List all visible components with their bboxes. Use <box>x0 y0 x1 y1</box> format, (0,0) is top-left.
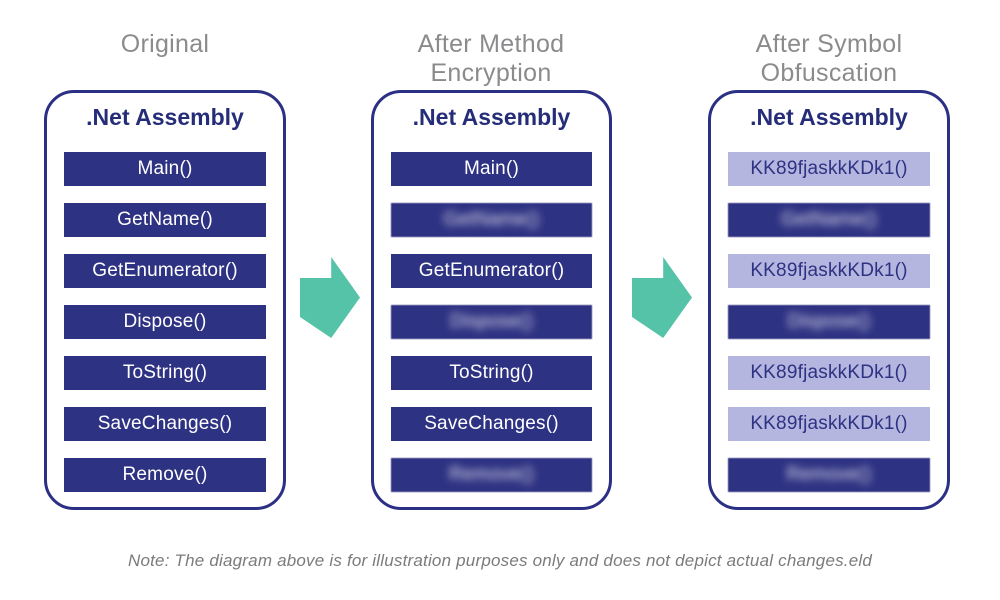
method-row: KK89fjaskkKDk1() <box>728 254 930 288</box>
column-header-original: Original <box>120 30 210 58</box>
column-header-method-encryption: After Method Encryption <box>417 30 565 87</box>
method-label: GetEnumerator() <box>418 260 565 281</box>
method-list: Main() GetName() GetEnumerator() Dispose… <box>391 152 592 492</box>
arrow-right-icon <box>300 257 360 338</box>
arrow-right-icon <box>632 257 692 338</box>
method-row-blurred: Dispose() <box>391 305 592 339</box>
panel-title: .Net Assembly <box>86 104 244 130</box>
method-label: GetName() <box>117 209 213 230</box>
method-label: KK89fjaskkKDk1() <box>750 413 908 434</box>
method-row: Remove() <box>64 458 266 492</box>
method-row: Dispose() <box>64 305 266 339</box>
method-row-blurred: Remove() <box>391 458 592 492</box>
panel-title: .Net Assembly <box>750 104 908 130</box>
method-label: KK89fjaskkKDk1() <box>750 362 908 383</box>
method-label: Dispose() <box>123 311 207 332</box>
method-label: Remove() <box>122 464 208 485</box>
panel-title: .Net Assembly <box>412 104 571 130</box>
method-list: KK89fjaskkKDk1() GetName() KK89fjaskkKDk… <box>728 152 930 492</box>
method-row: Main() <box>64 152 266 186</box>
method-list: Main() GetName() GetEnumerator() Dispose… <box>64 152 266 492</box>
method-label: Dispose() <box>449 311 534 332</box>
method-row: ToString() <box>391 356 592 390</box>
method-row-blurred: Dispose() <box>728 305 930 339</box>
panel-method-encryption: .Net Assembly Main() GetName() GetEnumer… <box>371 90 612 510</box>
panel-symbol-obfuscation: .Net Assembly KK89fjaskkKDk1() GetName()… <box>708 90 950 510</box>
method-row-blurred: Remove() <box>728 458 930 492</box>
method-label: Main() <box>463 158 520 179</box>
method-label: Dispose() <box>787 311 871 332</box>
column-header-symbol-obfuscation: After Symbol Obfuscation <box>755 30 903 87</box>
method-row-blurred: GetName() <box>391 203 592 237</box>
method-label: Remove() <box>786 464 872 485</box>
method-row: GetEnumerator() <box>64 254 266 288</box>
method-label: GetName() <box>781 209 877 230</box>
method-label: GetEnumerator() <box>92 260 238 281</box>
method-label: Remove() <box>448 464 534 485</box>
method-label: SaveChanges() <box>424 413 559 434</box>
method-label: GetName() <box>443 209 540 230</box>
method-row: KK89fjaskkKDk1() <box>728 152 930 186</box>
method-row: KK89fjaskkKDk1() <box>728 356 930 390</box>
method-label: Main() <box>137 158 193 179</box>
method-label: ToString() <box>449 362 534 383</box>
method-label: KK89fjaskkKDk1() <box>750 158 908 179</box>
method-label: SaveChanges() <box>97 413 233 434</box>
method-row: SaveChanges() <box>391 407 592 441</box>
method-row: GetName() <box>64 203 266 237</box>
method-row-blurred: GetName() <box>728 203 930 237</box>
method-row: SaveChanges() <box>64 407 266 441</box>
method-row: ToString() <box>64 356 266 390</box>
method-row: KK89fjaskkKDk1() <box>728 407 930 441</box>
disclaimer-note: Note: The diagram above is for illustrat… <box>127 551 873 570</box>
method-label: ToString() <box>122 362 208 383</box>
panel-original: .Net Assembly Main() GetName() GetEnumer… <box>44 90 286 510</box>
method-label: KK89fjaskkKDk1() <box>750 260 908 281</box>
method-row: GetEnumerator() <box>391 254 592 288</box>
method-row: Main() <box>391 152 592 186</box>
